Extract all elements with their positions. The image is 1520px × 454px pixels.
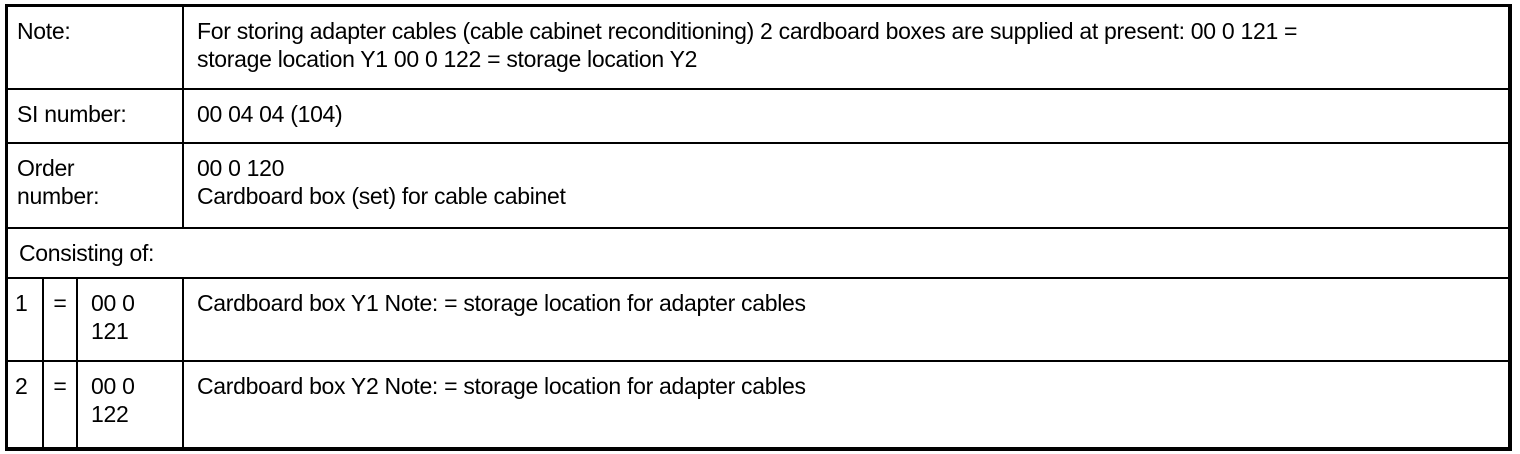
note-row: Note: For storing adapter cables (cable … <box>8 7 1508 90</box>
si-number-value-cell: 00 04 04 (104) <box>184 90 1508 142</box>
item-row-1: 1 = 00 0 121 Cardboard box Y1 Note: = st… <box>8 279 1508 362</box>
order-number-code: 00 0 120 <box>197 155 285 181</box>
note-value: For storing adapter cables (cable cabine… <box>197 18 1298 72</box>
parts-info-table: Note: For storing adapter cables (cable … <box>5 4 1512 451</box>
si-number-row: SI number: 00 04 04 (104) <box>8 90 1508 144</box>
item-2-description: Cardboard box Y2 Note: = storage locatio… <box>197 373 806 399</box>
item-1-part-number: 00 0 121 <box>78 279 184 360</box>
si-number-label: SI number: <box>8 90 184 142</box>
order-number-row: Order number: 00 0 120 Cardboard box (se… <box>8 144 1508 229</box>
item-2-equals-sign: = <box>44 362 78 447</box>
si-number-value: 00 04 04 (104) <box>197 101 343 127</box>
order-number-value-cell: 00 0 120 Cardboard box (set) for cable c… <box>184 144 1508 227</box>
item-1-equals-sign: = <box>44 279 78 360</box>
consisting-of-row: Consisting of: <box>8 229 1508 279</box>
note-value-cell: For storing adapter cables (cable cabine… <box>184 7 1508 88</box>
note-label: Note: <box>8 7 184 88</box>
item-1-description: Cardboard box Y1 Note: = storage locatio… <box>197 290 806 316</box>
item-row-2: 2 = 00 0 122 Cardboard box Y2 Note: = st… <box>8 362 1508 447</box>
consisting-of-header: Consisting of: <box>19 240 155 266</box>
item-1-index: 1 <box>8 279 44 360</box>
order-number-description: Cardboard box (set) for cable cabinet <box>197 183 566 209</box>
item-2-part-number: 00 0 122 <box>78 362 184 447</box>
item-2-index: 2 <box>8 362 44 447</box>
order-number-label: Order number: <box>8 144 184 227</box>
